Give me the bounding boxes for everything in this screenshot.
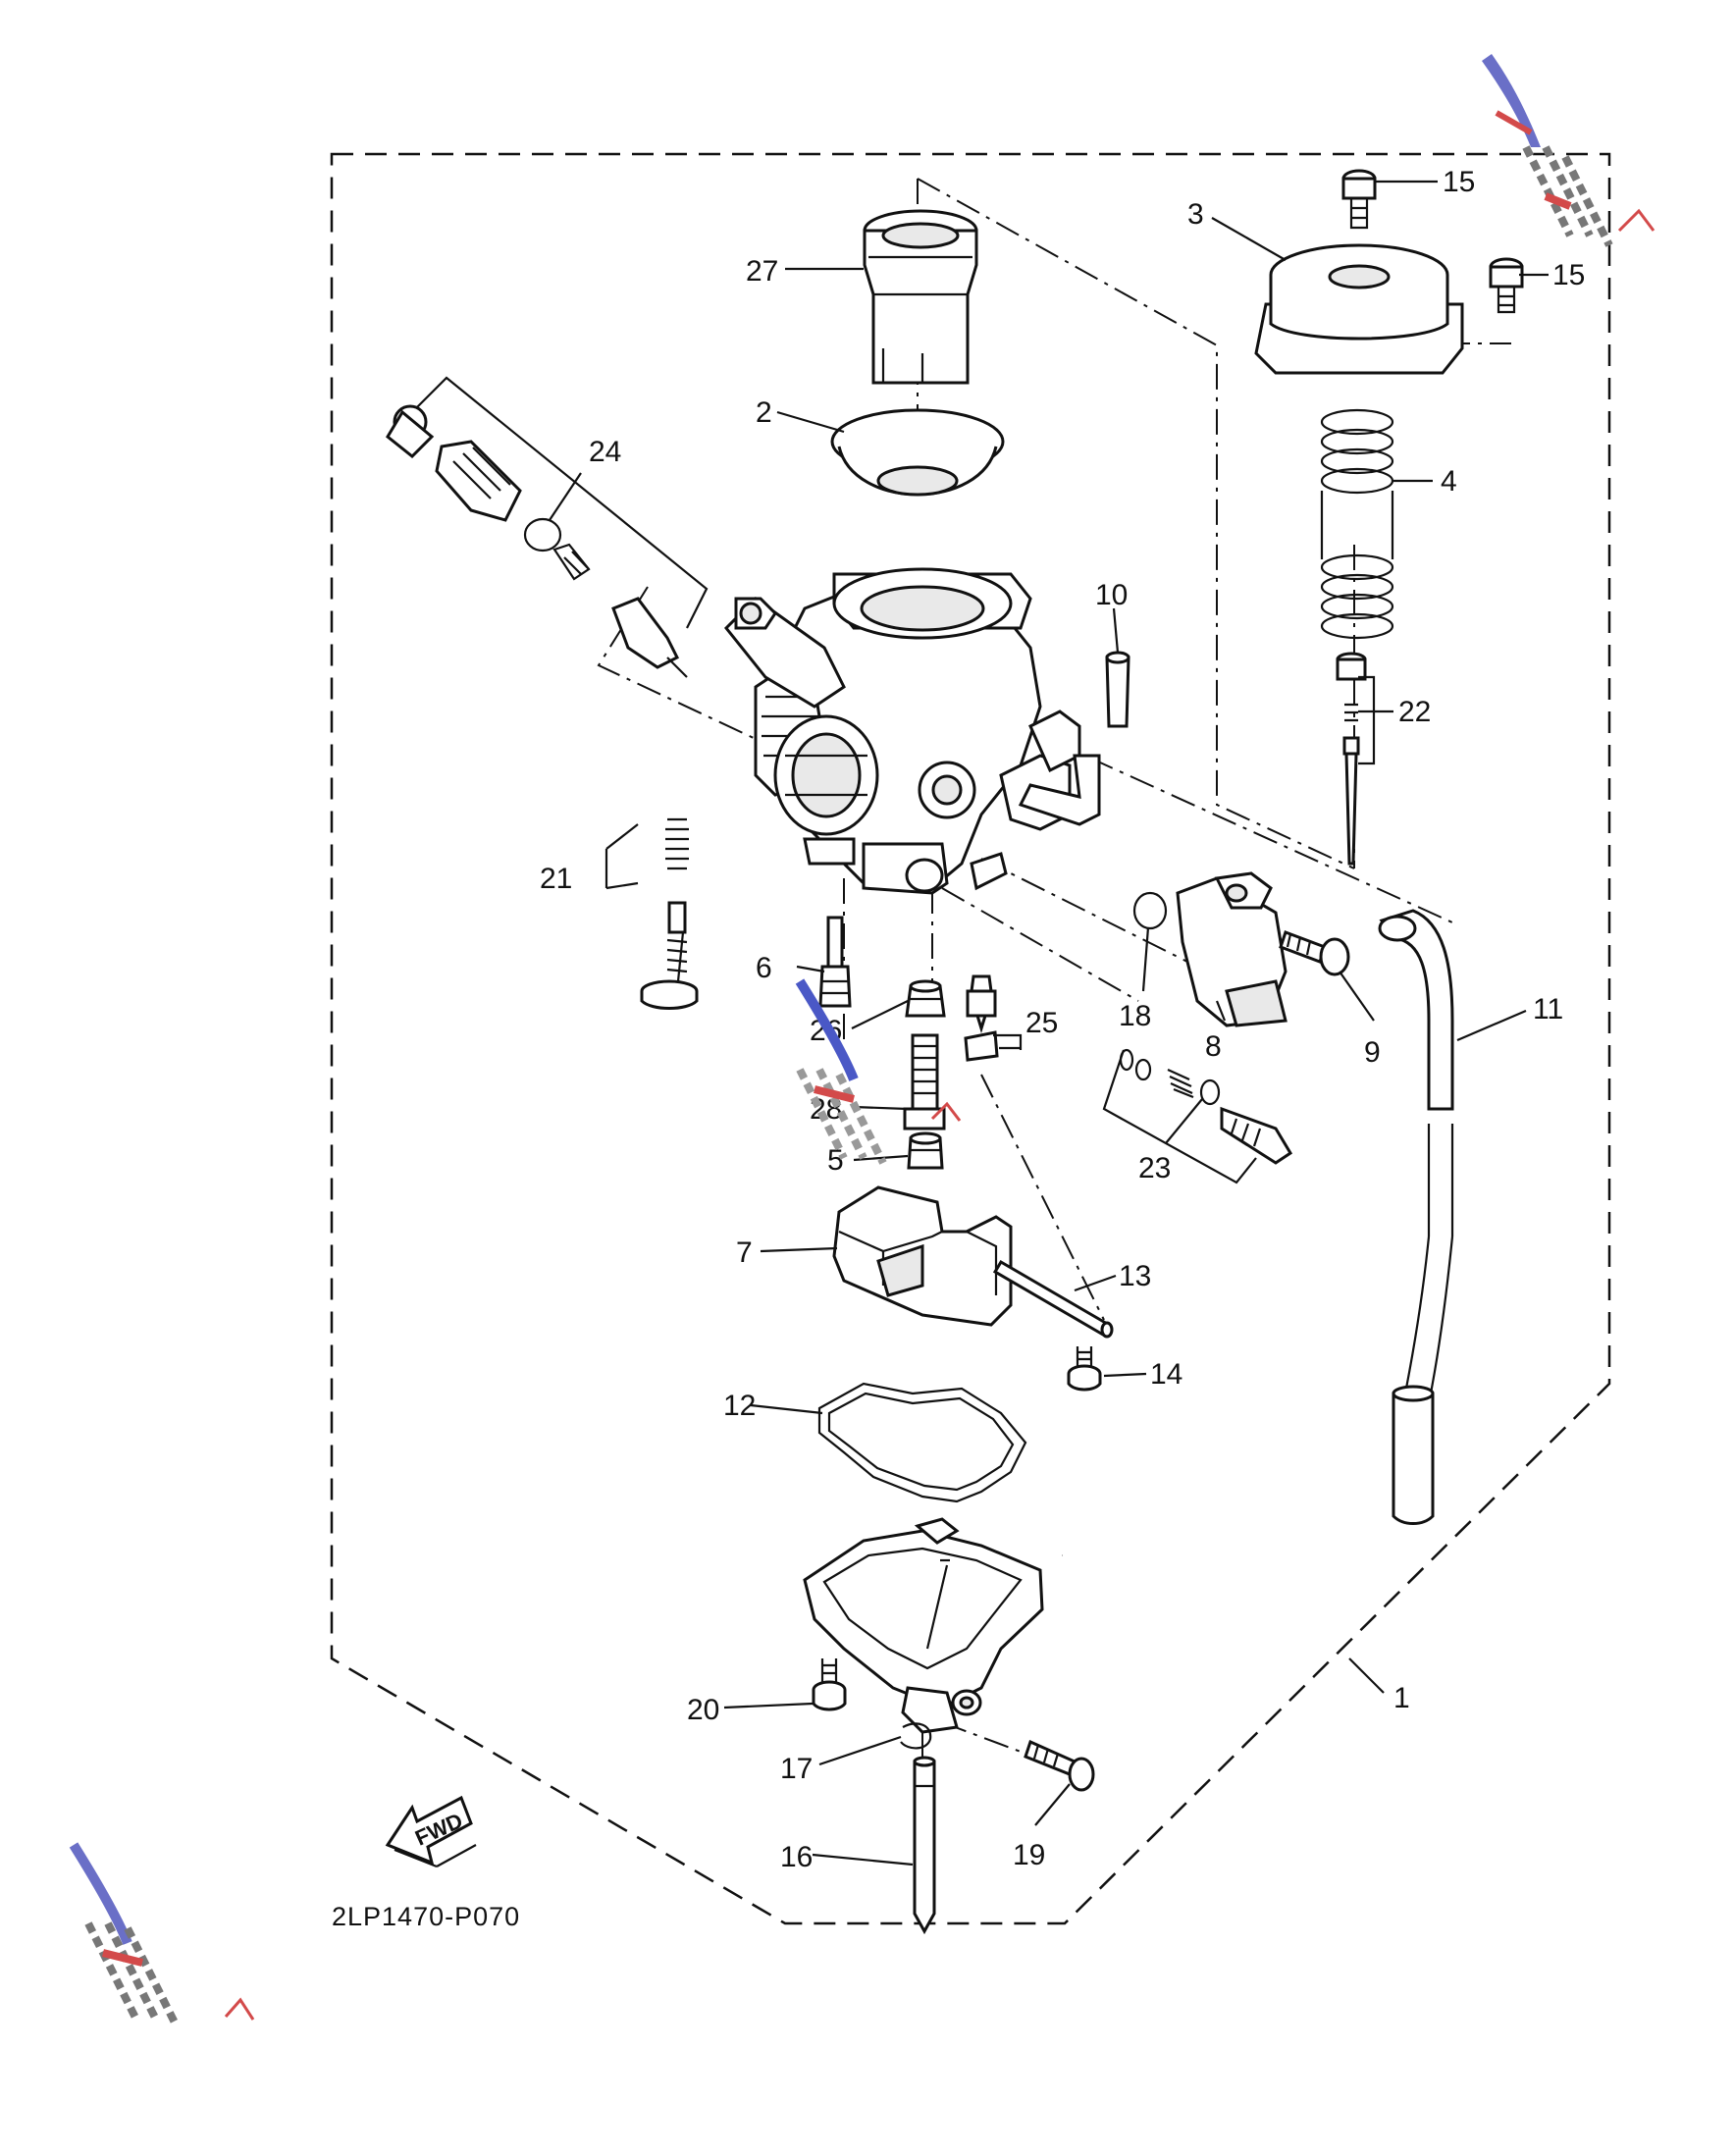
callout-19: 19 (1013, 1839, 1045, 1871)
float-chamber-bowl (803, 1517, 1044, 1734)
part-28-main-nozzle (903, 1033, 946, 1131)
part-23-pilot-screw-set (1102, 1048, 1293, 1184)
callout-24: 24 (589, 436, 621, 468)
callout-20: 20 (687, 1694, 719, 1726)
watermark-logo-bottom-left (69, 1842, 255, 2028)
part-21-throttle-stop-screw (640, 817, 699, 1010)
diagram-code: 2LP1470-P070 (332, 1902, 520, 1931)
watermark-logo-center (795, 978, 962, 1165)
part-26-jet-holder (905, 979, 946, 1018)
part-15-screw-top (1341, 169, 1377, 230)
part-14-screw (1067, 1346, 1102, 1392)
callout-21: 21 (540, 863, 572, 895)
part-20-screw (812, 1658, 847, 1711)
callout-10: 10 (1095, 579, 1128, 611)
part-8-starter-unit (1176, 871, 1287, 1027)
part-13-float-pin (992, 1259, 1114, 1339)
callout-4: 4 (1441, 465, 1457, 498)
callout-22: 22 (1398, 696, 1431, 728)
callout-12: 12 (723, 1390, 756, 1422)
part-9-screw (1279, 930, 1350, 976)
part-3-top-cover (1254, 243, 1464, 375)
part-5-main-jet (907, 1131, 944, 1170)
part-2-diaphragm (830, 408, 1005, 497)
callout-16: 16 (780, 1841, 813, 1873)
leader-lines (549, 180, 1549, 1867)
callout-2: 2 (756, 396, 772, 429)
callout-labels: 1 2 3 4 5 6 7 8 9 10 11 12 13 14 15 15 1… (540, 166, 1585, 1873)
part-7-float (832, 1185, 1013, 1327)
fwd-arrow-icon: FWD (385, 1795, 477, 1868)
callout-13: 13 (1119, 1260, 1151, 1292)
part-11-hose (1378, 909, 1454, 1525)
assembly-boundary (330, 152, 1611, 1925)
part-24-pilot-screw-set (386, 376, 709, 678)
callout-6: 6 (756, 952, 772, 984)
callout-25: 25 (1025, 1007, 1058, 1039)
callout-7: 7 (736, 1236, 753, 1269)
part-12-gasket (817, 1382, 1027, 1503)
part-6-needle-jet (818, 916, 852, 1008)
callout-9: 9 (1364, 1036, 1381, 1069)
watermark-logo-top-right (1482, 54, 1655, 247)
callout-11: 11 (1533, 993, 1563, 1025)
callout-27: 27 (746, 255, 778, 288)
part-15-screw-side (1489, 257, 1524, 314)
callout-8: 8 (1205, 1030, 1222, 1063)
alignment-lines (597, 178, 1511, 1767)
part-18-o-ring (1132, 891, 1168, 930)
part-4-spring (1320, 408, 1394, 640)
callout-23: 23 (1138, 1152, 1171, 1184)
callout-18: 18 (1119, 1000, 1151, 1032)
callout-1: 1 (1393, 1682, 1410, 1714)
part-16-drain-hose (913, 1756, 936, 1935)
part-22-jet-needle-set (1336, 652, 1367, 866)
callout-17: 17 (780, 1753, 813, 1785)
callout-15-side: 15 (1552, 259, 1585, 291)
callout-3: 3 (1187, 198, 1204, 231)
carburetor-body (723, 567, 1101, 895)
callout-15-top: 15 (1443, 166, 1475, 198)
part-27-piston-valve (863, 209, 978, 385)
callout-5: 5 (827, 1144, 844, 1177)
part-19-drain-screw (1024, 1739, 1095, 1792)
part-10-nipple (1105, 651, 1130, 728)
part-17-clip (900, 1722, 932, 1750)
callout-14: 14 (1150, 1358, 1182, 1391)
part-25-needle-valve (964, 974, 999, 1062)
